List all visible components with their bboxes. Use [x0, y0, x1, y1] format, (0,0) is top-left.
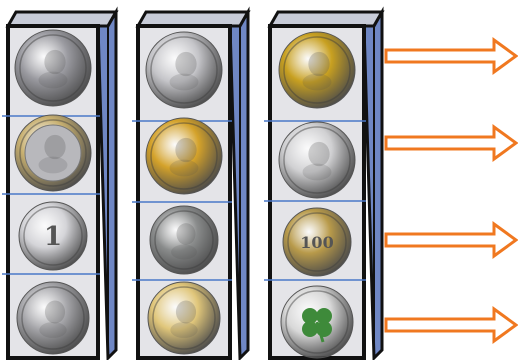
relief-silver-coin-icon: [279, 122, 355, 198]
coin-numeral: 1: [44, 222, 62, 252]
relief-body: [170, 322, 197, 338]
arrow-right-icon: [386, 127, 516, 159]
portrait-coin-icon: [15, 30, 91, 106]
shamrock-leaf: [302, 321, 318, 337]
column-top-face: [270, 12, 382, 26]
figure-silver-coin-icon: [150, 206, 218, 274]
standing-figure-gold-coin-icon: [148, 282, 220, 354]
numeral-100-coin-icon: 100: [283, 208, 351, 276]
empress-gold-coin-icon: [279, 32, 355, 108]
arrow-right-icon: [386, 309, 516, 341]
relief-head: [176, 223, 195, 245]
relief-body: [303, 164, 332, 181]
coin-column-3: 100: [264, 12, 382, 358]
relief-body: [39, 72, 68, 89]
relief-body: [39, 157, 68, 174]
relief-head: [175, 52, 196, 76]
relief-head: [176, 300, 196, 323]
arrow-right-icon: [386, 224, 516, 256]
relief-body: [39, 322, 66, 338]
relief-body: [170, 160, 199, 177]
relief-head: [45, 300, 65, 323]
coin-column-1: 1: [2, 12, 116, 358]
column-top-face: [8, 12, 116, 26]
bimetallic-coin-icon: [15, 115, 91, 191]
column-top-face: [138, 12, 248, 26]
relief-body: [170, 74, 199, 91]
seated-figure-coin-icon: [17, 282, 89, 354]
relief-head: [175, 138, 196, 162]
relief-head: [44, 50, 65, 74]
arrow-right-icon: [386, 40, 516, 72]
shamrock-coin-icon: [281, 286, 353, 358]
coin-column-2: [132, 12, 248, 358]
relief-head: [308, 52, 329, 76]
statue-coin-icon: [146, 32, 222, 108]
relief-body: [303, 74, 332, 91]
coin-numeral: 100: [300, 233, 333, 252]
ruble-coin-icon: 1: [19, 202, 87, 270]
tsar-gold-coin-icon: [146, 118, 222, 194]
relief-head: [44, 135, 65, 159]
relief-head: [308, 142, 329, 166]
relief-body: [171, 245, 197, 260]
